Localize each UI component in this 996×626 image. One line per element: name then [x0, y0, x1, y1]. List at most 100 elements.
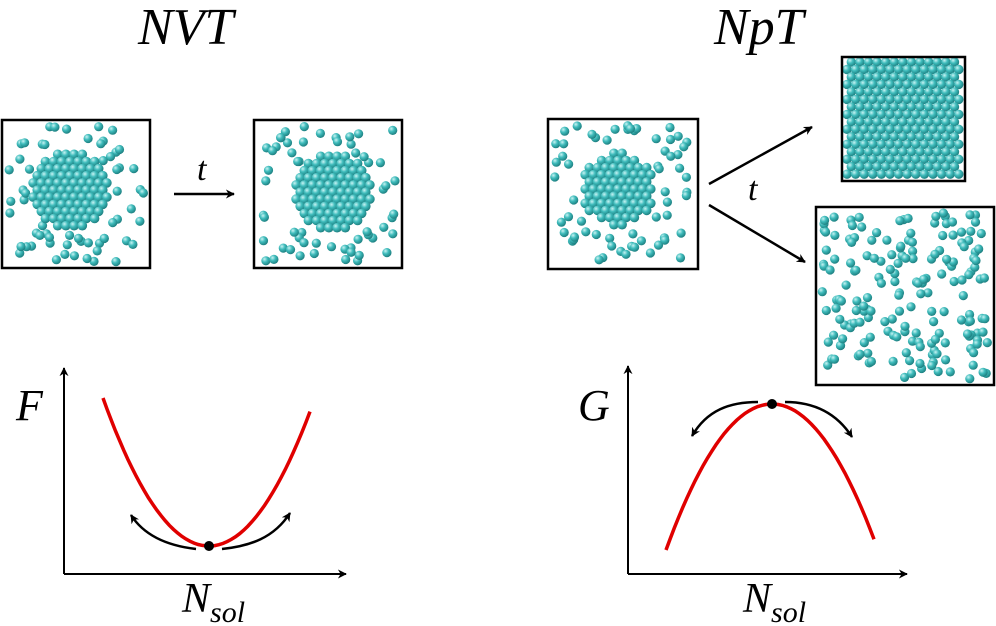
particle	[32, 170, 42, 181]
particle	[936, 139, 947, 149]
particle	[965, 316, 976, 326]
particle	[328, 201, 338, 212]
particle	[846, 132, 856, 142]
particle	[617, 148, 627, 159]
particle	[902, 94, 912, 105]
particle	[311, 158, 322, 169]
particle	[915, 342, 925, 352]
particle	[881, 117, 891, 127]
particle	[44, 206, 55, 217]
particle	[956, 315, 967, 325]
particle	[556, 217, 567, 227]
particle	[114, 144, 125, 155]
particle	[876, 169, 887, 179]
particle	[299, 208, 310, 219]
particle	[846, 162, 856, 172]
particle	[340, 180, 351, 190]
particle	[83, 238, 93, 248]
particle	[354, 129, 364, 139]
particle	[949, 147, 960, 157]
particle	[356, 194, 367, 204]
particle	[596, 212, 607, 223]
particle	[850, 139, 861, 149]
particle	[303, 158, 314, 169]
nvt-energy-label: F	[15, 381, 44, 430]
particle	[911, 139, 921, 149]
particle	[863, 348, 873, 358]
particle	[646, 198, 656, 209]
particle	[862, 293, 873, 303]
particle	[584, 177, 595, 187]
particle	[351, 148, 361, 158]
particle	[954, 109, 964, 120]
particle	[902, 109, 912, 120]
particle	[77, 192, 88, 202]
particle	[269, 254, 279, 264]
particle	[293, 156, 303, 167]
particle	[885, 79, 895, 90]
particle	[954, 64, 964, 75]
particle	[906, 102, 917, 112]
particle	[821, 227, 831, 237]
particle	[902, 169, 912, 179]
particle	[846, 258, 856, 268]
particle	[36, 178, 47, 188]
particle	[932, 57, 942, 67]
particle	[930, 249, 940, 259]
particle	[924, 132, 934, 142]
particle	[902, 139, 912, 149]
particle	[57, 185, 67, 195]
particle	[52, 178, 63, 188]
particle	[872, 117, 882, 127]
particle	[628, 229, 638, 239]
particle	[936, 109, 947, 120]
particle	[52, 149, 63, 160]
particle	[823, 337, 833, 347]
particle	[821, 245, 831, 255]
particle	[320, 172, 330, 183]
particle	[48, 170, 59, 181]
particle	[872, 132, 882, 142]
particle	[941, 72, 951, 82]
particle	[872, 72, 882, 82]
particle	[949, 72, 960, 82]
particle	[928, 109, 938, 120]
particle	[61, 192, 71, 202]
particle	[359, 152, 369, 162]
particle	[868, 79, 878, 90]
particle	[651, 212, 661, 222]
particle	[933, 366, 943, 377]
particle	[855, 57, 865, 67]
particle	[673, 150, 683, 160]
particle	[588, 184, 599, 194]
particle	[344, 158, 355, 169]
particle	[928, 94, 938, 105]
particle	[887, 250, 897, 260]
particle	[941, 355, 951, 365]
particle	[954, 154, 964, 164]
particle	[65, 170, 75, 181]
particle	[836, 296, 847, 306]
particle	[923, 288, 933, 298]
particle	[362, 227, 372, 237]
particle	[906, 87, 917, 97]
particle	[5, 208, 15, 218]
particle	[863, 57, 874, 67]
particle	[863, 72, 874, 82]
particle	[303, 215, 314, 226]
particle	[340, 165, 351, 176]
particle	[928, 64, 938, 75]
particle	[40, 170, 51, 181]
particle	[893, 79, 904, 90]
nvt-free-energy-curve	[101, 397, 312, 548]
particle	[81, 156, 92, 167]
particle	[846, 72, 856, 82]
npt-crystallized-box	[840, 55, 967, 183]
particle	[605, 198, 615, 209]
particle	[965, 210, 975, 220]
particle	[876, 94, 887, 105]
particle	[945, 94, 955, 105]
particle	[324, 208, 334, 219]
particle	[945, 367, 955, 377]
